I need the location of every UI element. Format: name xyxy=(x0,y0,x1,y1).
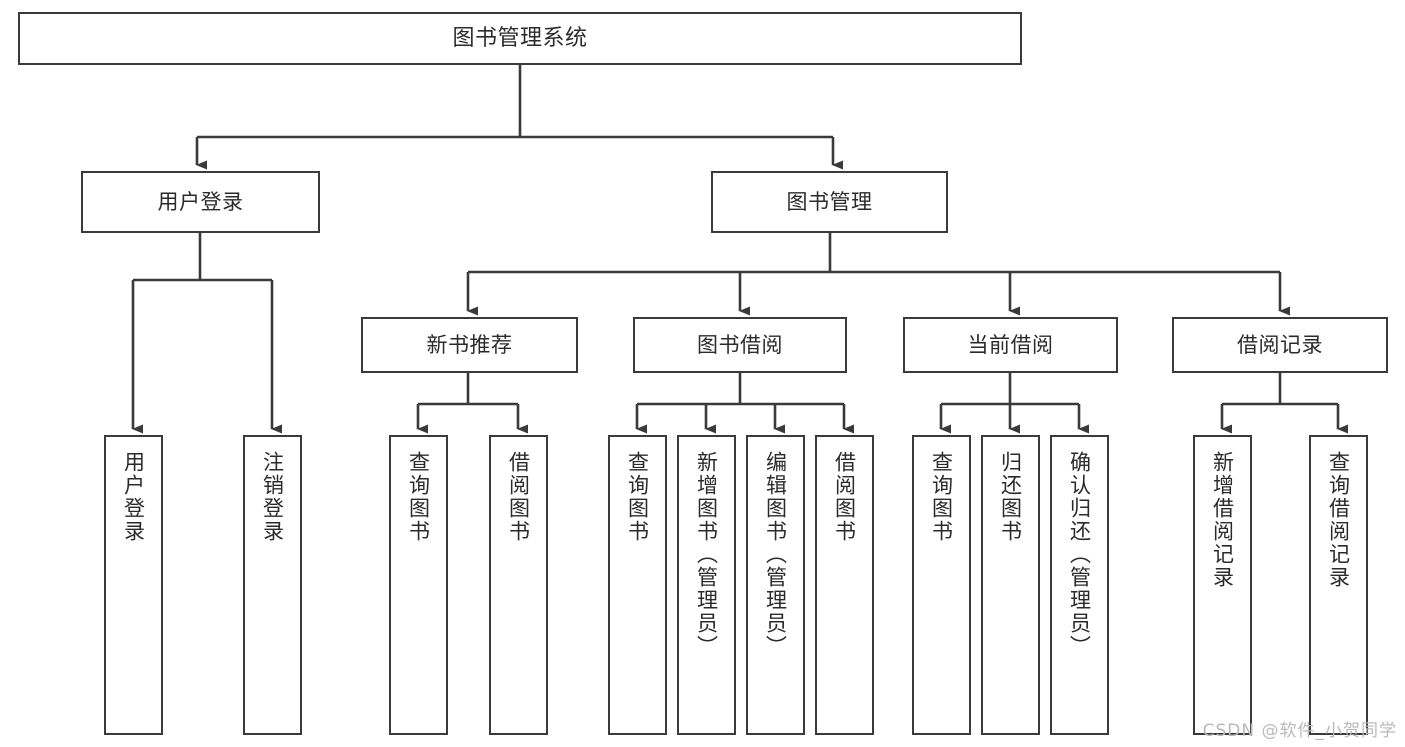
node-label: 查询图书 xyxy=(929,451,954,543)
node-label: 借阅图书 xyxy=(506,451,531,543)
node-label: 编辑图书（管理员） xyxy=(763,451,788,658)
node-label: 借阅记录 xyxy=(1237,332,1323,357)
node-label: 新增借阅记录 xyxy=(1210,451,1235,589)
node-leaf-add-borrow-record[interactable]: 新增借阅记录 xyxy=(1193,435,1252,735)
node-root-book-management-system[interactable]: 图书管理系统 xyxy=(18,12,1022,65)
node-new-book-recommend[interactable]: 新书推荐 xyxy=(361,317,578,373)
node-leaf-add-book-admin[interactable]: 新增图书（管理员） xyxy=(677,435,736,735)
node-book-borrow[interactable]: 图书借阅 xyxy=(633,317,847,373)
node-leaf-edit-book-admin[interactable]: 编辑图书（管理员） xyxy=(746,435,805,735)
node-leaf-borrow-book-recommend[interactable]: 借阅图书 xyxy=(489,435,548,735)
node-label: 查询图书 xyxy=(406,451,431,543)
node-label: 借阅图书 xyxy=(832,451,857,543)
node-leaf-borrow-book[interactable]: 借阅图书 xyxy=(815,435,874,735)
node-leaf-user-login[interactable]: 用户登录 xyxy=(104,435,163,735)
node-label: 图书管理 xyxy=(786,189,873,214)
node-user-login[interactable]: 用户登录 xyxy=(81,171,320,233)
node-book-management[interactable]: 图书管理 xyxy=(711,171,948,233)
node-leaf-query-borrow-record[interactable]: 查询借阅记录 xyxy=(1309,435,1368,735)
node-leaf-query-book-recommend[interactable]: 查询图书 xyxy=(389,435,448,735)
node-label: 查询借阅记录 xyxy=(1326,451,1351,589)
node-borrow-record[interactable]: 借阅记录 xyxy=(1172,317,1388,373)
node-label: 归还图书 xyxy=(998,451,1023,543)
node-label: 用户登录 xyxy=(157,189,244,214)
node-leaf-query-book-borrow[interactable]: 查询图书 xyxy=(608,435,667,735)
node-label: 查询图书 xyxy=(625,451,650,543)
watermark: CSDN @软件_小贺同学 xyxy=(1202,721,1397,741)
node-leaf-return-book[interactable]: 归还图书 xyxy=(981,435,1040,735)
node-label: 用户登录 xyxy=(121,451,146,543)
node-label: 图书管理系统 xyxy=(452,25,588,51)
node-current-borrow[interactable]: 当前借阅 xyxy=(903,317,1118,373)
node-label: 新增图书（管理员） xyxy=(694,451,719,658)
node-label: 确认归还（管理员） xyxy=(1067,451,1092,658)
node-leaf-logout[interactable]: 注销登录 xyxy=(243,435,302,735)
node-leaf-confirm-return-admin[interactable]: 确认归还（管理员） xyxy=(1050,435,1109,735)
node-label: 新书推荐 xyxy=(426,332,513,357)
node-label: 图书借阅 xyxy=(697,332,783,357)
node-label: 当前借阅 xyxy=(967,332,1054,357)
node-label: 注销登录 xyxy=(260,451,285,543)
node-leaf-query-book-current[interactable]: 查询图书 xyxy=(912,435,971,735)
